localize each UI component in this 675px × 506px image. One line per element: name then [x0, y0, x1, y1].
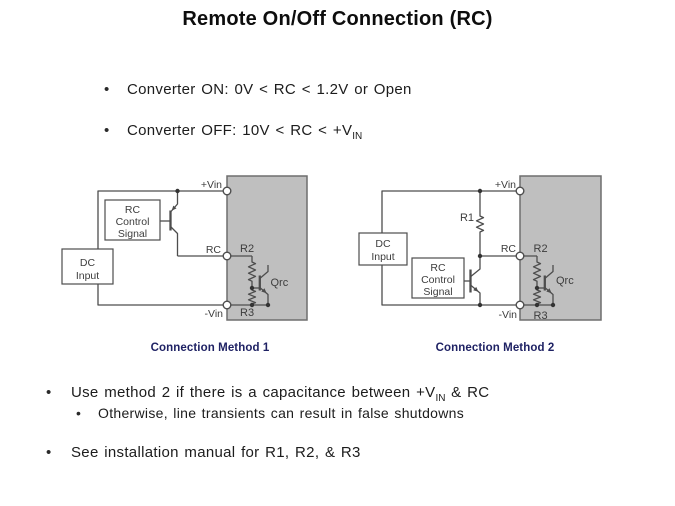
- resistor-r2: [247, 256, 257, 288]
- junction-dot: [550, 302, 556, 308]
- emitter-wire: [470, 284, 481, 305]
- transistor-qrc: [258, 265, 269, 305]
- converter-internals: [520, 255, 556, 308]
- emitter-arrow-icon: [171, 205, 177, 211]
- bullet-icon: •: [104, 81, 110, 98]
- bullet-text-pre: Use method 2 if there is a capacitance b…: [71, 384, 436, 401]
- terminal-rc: [515, 251, 525, 261]
- label-rc: RC: [501, 243, 517, 255]
- bullet-text: See installation manual for R1, R2, & R3: [71, 444, 361, 461]
- caption-method-2: Connection Method 2: [435, 342, 555, 354]
- bullet-icon: •: [76, 405, 82, 421]
- label-ctrl-control: Control: [116, 216, 150, 228]
- label-input: Input: [76, 270, 99, 282]
- terminal-vin-plus: [515, 186, 525, 196]
- terminal-vin-plus: [222, 186, 232, 196]
- bullet-see-manual: • See installation manual for R1, R2, & R…: [46, 444, 361, 462]
- bullet-converter-on: • Converter ON: 0V < RC < 1.2V or Open: [104, 81, 412, 99]
- junction-dot: [534, 285, 540, 291]
- label-ctrl-rc: RC: [430, 262, 446, 274]
- label-input: Input: [371, 251, 394, 263]
- bullet-otherwise: • Otherwise, line transients can result i…: [76, 404, 464, 422]
- junction-dot: [477, 253, 483, 259]
- label-ctrl-rc: RC: [125, 204, 141, 216]
- collector-wire: [170, 226, 179, 256]
- emitter-arrow-icon: [473, 286, 479, 292]
- junction-dot: [249, 285, 255, 291]
- label-ctrl-control: Control: [421, 274, 455, 286]
- bullet-icon: •: [46, 444, 52, 461]
- label-dc: DC: [80, 257, 96, 269]
- bullet-text: Converter OFF: 10V < RC < +VIN: [127, 122, 363, 142]
- label-r2: R2: [534, 243, 548, 255]
- collector-wire: [544, 265, 554, 279]
- terminal-vin-minus: [515, 300, 525, 310]
- label-r3: R3: [534, 310, 548, 322]
- junction-dot: [477, 188, 483, 194]
- label-rc: RC: [206, 244, 222, 256]
- dc-input-box: [358, 232, 408, 266]
- transistor-control-pnp: [160, 188, 180, 256]
- label-vin-minus: -Vin: [499, 309, 518, 321]
- converter-box: [226, 175, 308, 321]
- bullet-text-post: & RC: [445, 384, 490, 401]
- label-qrc: Qrc: [556, 275, 574, 287]
- bullet-text: Converter ON: 0V < RC < 1.2V or Open: [127, 81, 412, 98]
- bullet-converter-off: • Converter OFF: 10V < RC < +VIN: [104, 122, 362, 146]
- transistor-qrc: [543, 265, 554, 305]
- bullet-icon: •: [46, 384, 52, 401]
- subscript-in: IN: [435, 393, 446, 404]
- label-r2: R2: [240, 243, 254, 255]
- collector-wire: [470, 256, 481, 278]
- label-vin-plus: +Vin: [201, 179, 222, 191]
- emitter-wire: [259, 287, 269, 305]
- bullet-text: Use method 2 if there is a capacitance b…: [71, 384, 490, 404]
- resistor-r2: [532, 256, 542, 288]
- emitter-arrow-icon: [546, 288, 552, 294]
- label-ctrl-signal: Signal: [118, 228, 147, 240]
- collector-wire: [259, 265, 269, 279]
- label-r3: R3: [240, 307, 254, 319]
- bullet-text: Otherwise, line transients can result in…: [98, 405, 465, 421]
- dc-input-box: [61, 248, 114, 285]
- junction-dot: [265, 302, 271, 308]
- bullet-icon: •: [104, 122, 110, 139]
- transistor-control-npn: [464, 256, 481, 305]
- label-ctrl-signal: Signal: [423, 286, 452, 298]
- caption-method-1: Connection Method 1: [150, 342, 270, 354]
- bullet-use-method-2: • Use method 2 if there is a capacitance …: [46, 384, 489, 408]
- diagram-method-1: +Vin RC -Vin R2 R3 Qrc DC Input RC Contr…: [61, 175, 308, 321]
- resistor-r1: [475, 191, 485, 256]
- label-vin-minus: -Vin: [205, 308, 224, 320]
- junction-dot: [249, 302, 255, 308]
- junction-dot: [534, 302, 540, 308]
- terminal-vin-minus: [222, 300, 232, 310]
- diagram-method-2: +Vin RC -Vin R1 R2 R3 Qrc DC Input RC Co…: [358, 175, 602, 322]
- rc-control-signal-box: [104, 199, 161, 241]
- label-vin-plus: +Vin: [495, 179, 516, 191]
- rc-control-signal-box: [411, 257, 465, 299]
- junction-dot: [477, 302, 483, 308]
- junction-dot: [175, 188, 180, 194]
- wire-dc-loop: [97, 190, 227, 306]
- converter-box: [519, 175, 602, 321]
- label-r1: R1: [460, 212, 474, 224]
- terminal-rc: [222, 251, 232, 261]
- page-title: Remote On/Off Connection (RC): [182, 8, 493, 30]
- emitter-wire: [544, 287, 554, 305]
- bullet-text-pre: Converter OFF: 10V < RC < +V: [127, 122, 353, 139]
- subscript-in: IN: [352, 131, 363, 142]
- emitter-arrow-icon: [261, 288, 267, 294]
- converter-internals: [227, 255, 271, 308]
- label-dc: DC: [375, 238, 391, 250]
- label-qrc: Qrc: [271, 277, 289, 289]
